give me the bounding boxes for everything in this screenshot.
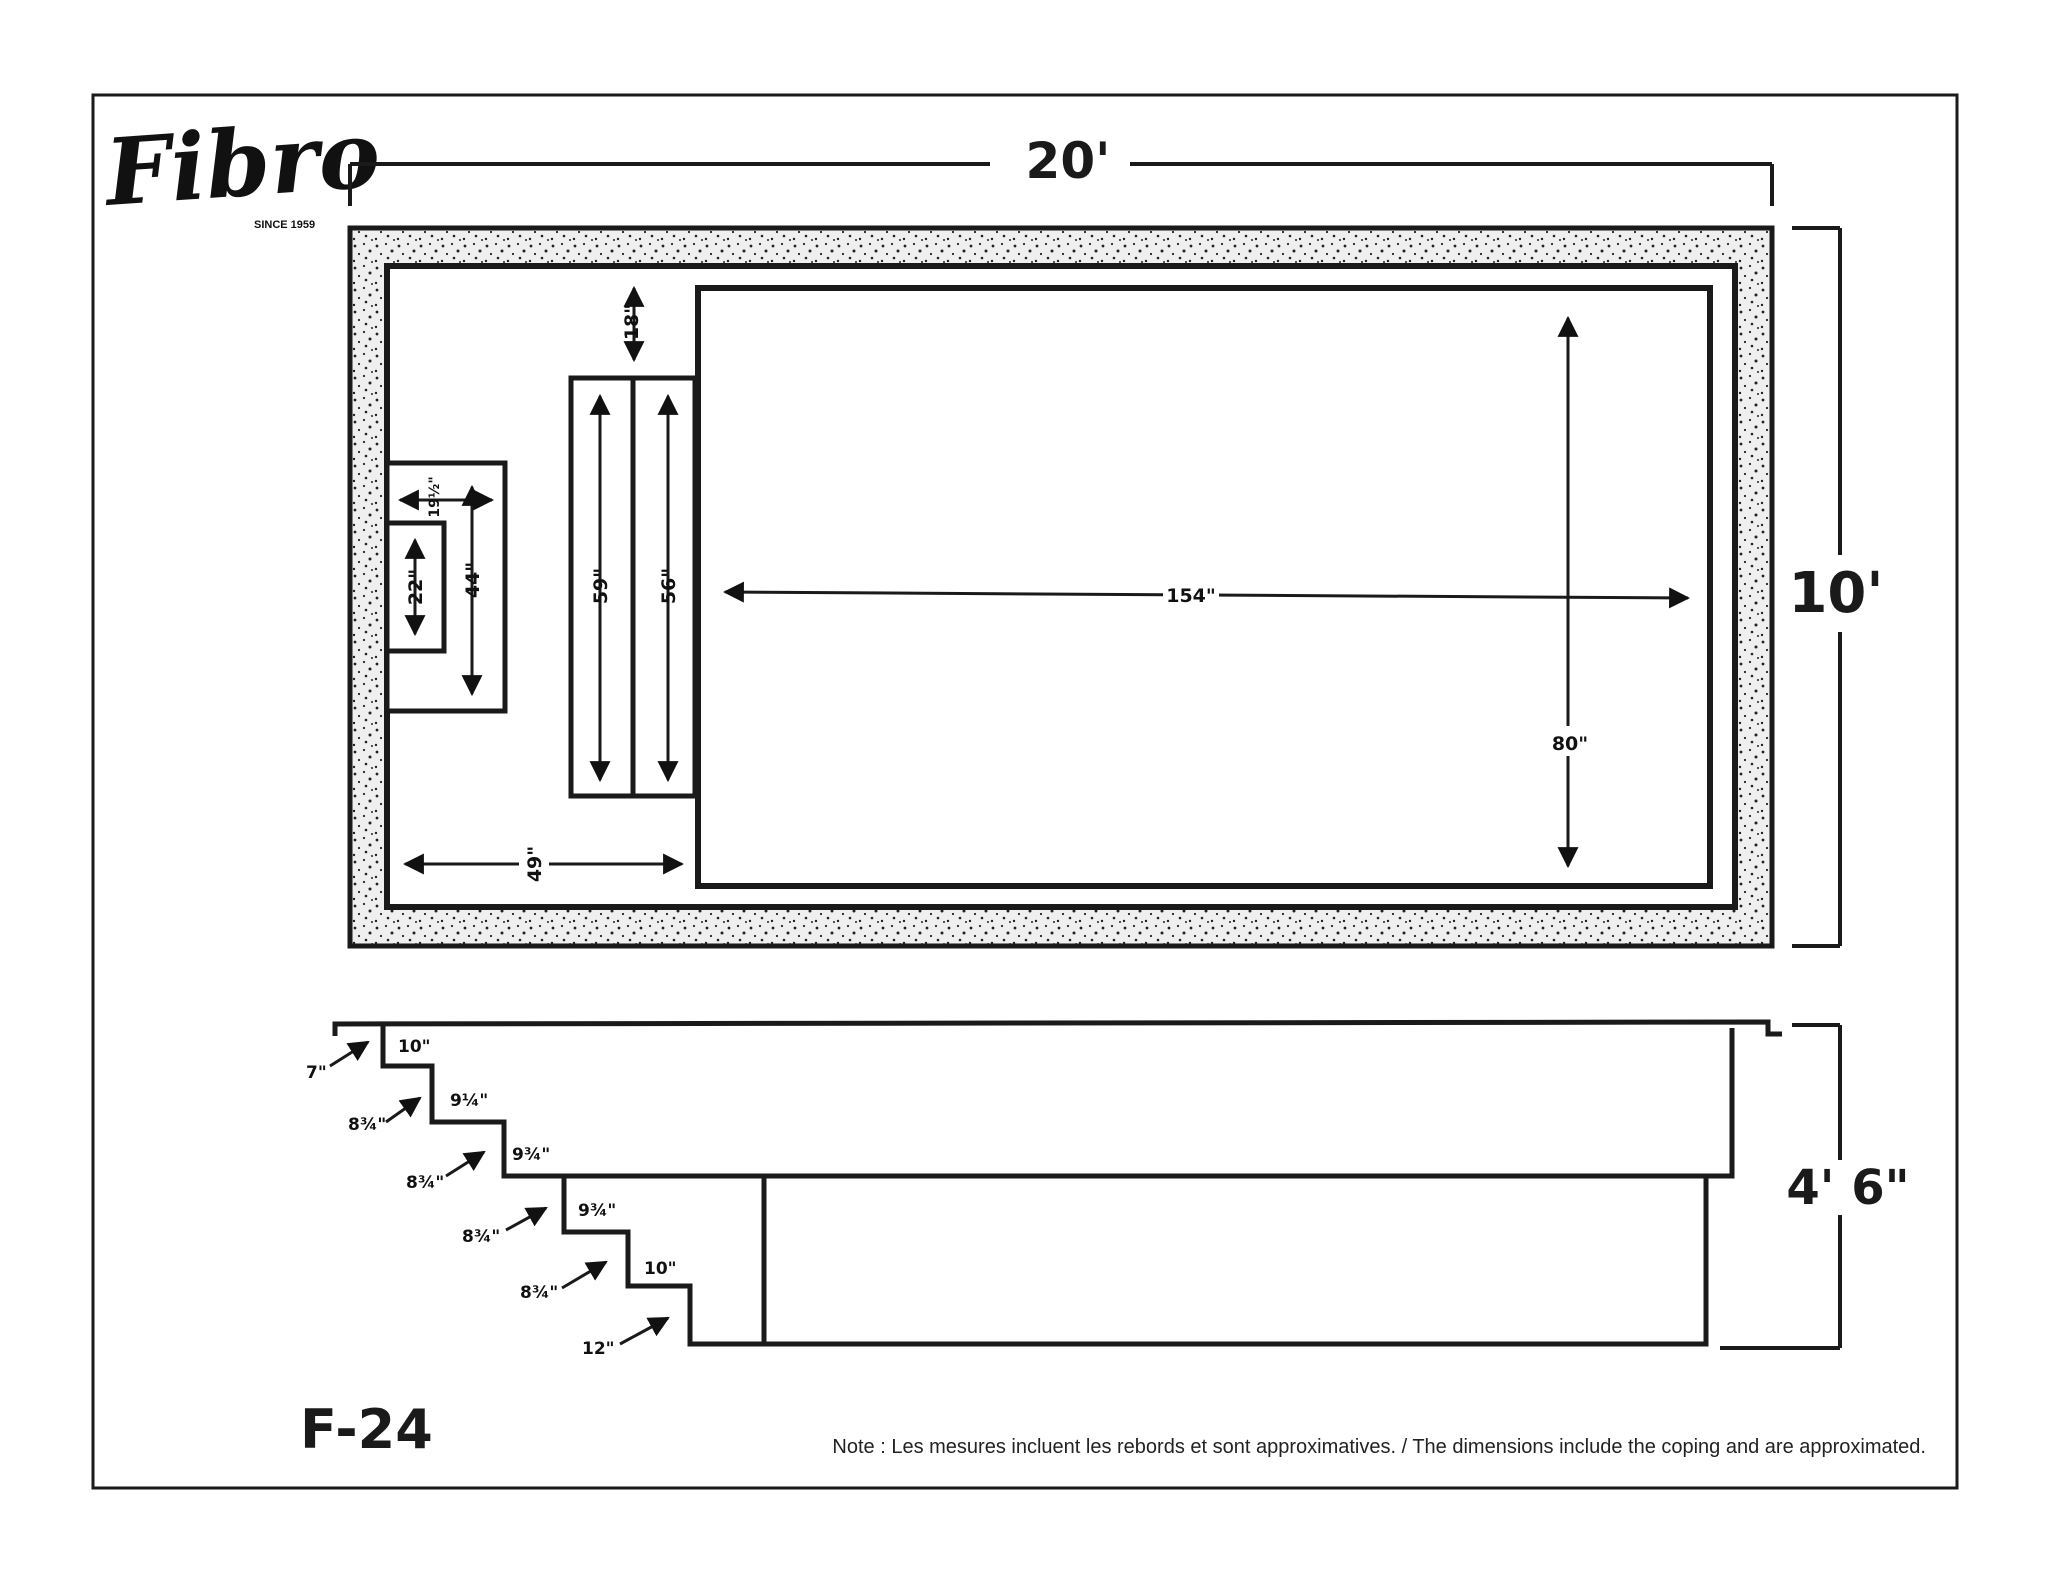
logo-tagline: SINCE 1959 xyxy=(254,219,315,231)
plan-view: 18" 19½" 22" 44" 59" 56" 49" 154" 80" xyxy=(347,225,1775,949)
logo-wordmark: Fibro xyxy=(99,100,383,227)
overall-length-label: 20' xyxy=(1026,132,1111,190)
dim-shallow-width: 49" xyxy=(524,846,546,882)
section-profile xyxy=(332,1019,1782,1037)
dim-riser-4: 8¾" xyxy=(520,1283,558,1303)
length-dimension: 20' xyxy=(348,132,1774,206)
dim-step-top: 18" xyxy=(621,304,643,340)
dim-coping-offset: 7" xyxy=(306,1063,327,1083)
page-frame xyxy=(91,93,1959,1490)
dim-pool-length: 154" xyxy=(1166,585,1216,607)
section-view: 4' 6" 7" 10" 8¾" 9¼" 8¾" 9¾" 8¾" 9¾" 8¾"… xyxy=(306,1019,1910,1359)
dim-step-long-1: 59" xyxy=(590,568,612,604)
dimensions-note: Note : Les mesures incluent les rebords … xyxy=(832,1436,1926,1458)
overall-width-label: 10' xyxy=(1788,561,1883,626)
dim-riser-3: 8¾" xyxy=(462,1227,500,1247)
dim-pool-width: 80" xyxy=(1552,733,1588,755)
model-number: F-24 xyxy=(300,1398,433,1461)
dim-step-long-2: 56" xyxy=(658,568,680,604)
dim-tread-3: 9¾" xyxy=(512,1145,550,1165)
dim-bench-height: 44" xyxy=(462,562,484,598)
dim-tread-4: 9¾" xyxy=(578,1201,616,1221)
dim-tread-2: 9¼" xyxy=(450,1091,488,1111)
width-dimension: 10' xyxy=(1788,226,1884,948)
dim-riser-2: 8¾" xyxy=(406,1173,444,1193)
dim-riser-1: 8¾" xyxy=(348,1115,386,1135)
dim-tread-1: 10" xyxy=(398,1037,431,1057)
dim-riser-5: 12" xyxy=(582,1339,615,1359)
dim-bench-outer: 19½" xyxy=(427,476,443,517)
fibro-logo: Fibro SINCE 1959 xyxy=(99,100,383,231)
overall-depth-label: 4' 6" xyxy=(1786,1160,1909,1216)
dim-bench-inner: 22" xyxy=(405,569,427,605)
dim-tread-5: 10" xyxy=(644,1259,677,1279)
